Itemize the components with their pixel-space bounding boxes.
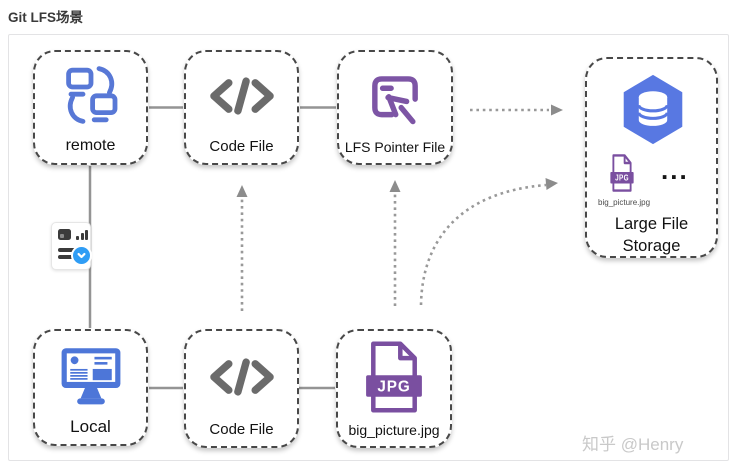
text-line [58,248,84,252]
window-cursor-icon [364,65,426,127]
node-lfs-pointer-file: LFS Pointer File [337,50,453,165]
code-brackets-icon [209,76,275,116]
node-code-file-bottom: Code File [184,329,299,448]
thumbnail-square [58,229,71,240]
jpg-badge-text: JPG [377,378,410,395]
node-big-picture: JPG big_picture.jpg [336,329,452,448]
node-label: Code File [209,138,274,155]
desktop-monitor-icon [56,343,126,407]
node-label: Large File Storage [614,215,689,255]
jpg-file-icon: JPG [610,154,634,192]
code-brackets-icon [209,357,275,397]
node-large-file-storage: JPG ... big_picture.jpg Large File Stora… [585,57,718,258]
node-remote: remote [33,50,148,165]
node-local: Local [33,329,148,446]
node-label: Code File [209,421,274,438]
node-label: big_picture.jpg [348,422,440,438]
node-label: LFS Pointer File [344,139,446,155]
node-code-file-top: Code File [184,50,299,165]
node-label: Local [70,417,111,436]
check-badge-icon [71,245,92,266]
ellipsis-more-files: ... [661,155,689,185]
page-title: Git LFS场景 [8,10,83,25]
sync-screens-icon [59,63,123,127]
jpg-file-icon: JPG [358,339,430,415]
database-hexagon-icon [623,74,683,145]
stored-file-label: big_picture.jpg [598,198,651,207]
bar-chart-glyph [76,230,88,240]
jpg-badge-text: JPG [615,173,629,183]
document-check-icon [51,222,92,270]
watermark: 知乎 @Henry [582,435,684,454]
node-label: remote [65,137,116,154]
